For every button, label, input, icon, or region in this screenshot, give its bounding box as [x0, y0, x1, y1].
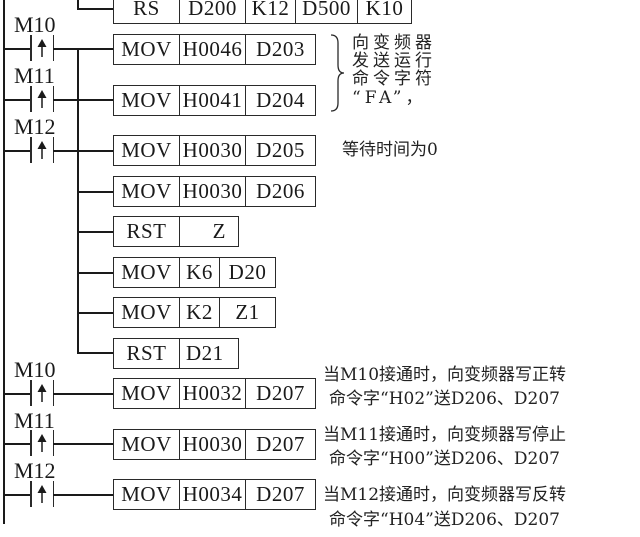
- operand-cell: K10: [365, 0, 404, 20]
- fa-note-line: “FA”，: [352, 88, 427, 108]
- operand-cell: D203: [256, 37, 305, 61]
- op-cell: MOV: [114, 480, 180, 509]
- operand-cell: D207: [256, 381, 305, 405]
- operand-cell: D204: [256, 88, 305, 112]
- rs-input-wire: [77, 8, 113, 10]
- op-cell: MOV: [114, 430, 180, 459]
- m11-note-line: 命令字“H00”送D206、D207: [329, 449, 560, 469]
- rung-wire: [3, 99, 31, 101]
- rung-wire: [53, 99, 113, 101]
- rung-wire: [53, 150, 113, 152]
- operand-cell: K12: [246, 0, 296, 23]
- fa-note-line: 命令字符: [352, 69, 436, 89]
- rising-edge-arrow-icon: [37, 141, 47, 159]
- instruction-box: MOV H0030 D206: [113, 176, 316, 207]
- left-power-rail: [3, 0, 5, 524]
- contact-label-m10: M10: [14, 12, 56, 37]
- rung-wire: [3, 48, 31, 50]
- operand-cell: H0030: [180, 430, 246, 459]
- op-cell: RS: [114, 0, 180, 23]
- m11-note-line: 当M11接通时，向变频器写停止: [323, 425, 567, 445]
- rs-instruction-box: RS D200 K12 D500 K10: [113, 0, 412, 24]
- op-cell: RST: [114, 339, 180, 368]
- operand-cell: Z: [212, 219, 226, 243]
- instruction-box: RST D21: [113, 338, 239, 369]
- rung-wire: [53, 443, 113, 445]
- pulse-contact-m11: [30, 430, 54, 456]
- operand-cell: D205: [256, 138, 305, 162]
- operand-cell: K6: [180, 258, 220, 287]
- operand-cell: D500: [296, 0, 358, 23]
- rs-branch-wire: [77, 0, 79, 9]
- wait-time-note: 等待时间为0: [342, 140, 438, 160]
- instruction-box: RST Z: [113, 216, 239, 247]
- branch-wire: [77, 231, 113, 233]
- operand-cell: D21: [186, 341, 224, 365]
- operand-cell: H0034: [180, 480, 246, 509]
- op-cell: RST: [114, 217, 180, 246]
- branch-wire: [77, 352, 113, 354]
- branch-wire: [77, 312, 113, 314]
- rung-wire: [3, 443, 31, 445]
- rung-wire: [53, 494, 113, 496]
- op-cell: MOV: [114, 258, 180, 287]
- m10-note-line: 命令字“H02”送D206、D207: [329, 389, 560, 409]
- instruction-box: MOV H0034 D207: [113, 479, 316, 510]
- rung-wire: [3, 393, 31, 395]
- instruction-box: MOV H0046 D203: [113, 34, 316, 65]
- operand-cell: H0032: [180, 379, 246, 408]
- branch-bus: [77, 48, 79, 353]
- fa-note-line: 发送运行: [352, 51, 436, 71]
- instruction-box: MOV H0032 D207: [113, 378, 316, 409]
- pulse-contact-m12: [30, 481, 54, 507]
- contact-label-m11: M11: [14, 63, 55, 88]
- rising-edge-arrow-icon: [37, 90, 47, 108]
- instruction-box: MOV H0030 D207: [113, 429, 316, 460]
- m10-note-line: 当M10接通时，向变频器写正转: [323, 365, 567, 385]
- curly-brace-icon: [330, 34, 345, 112]
- op-cell: MOV: [114, 177, 180, 206]
- m12-note-line: 命令字“H04”送D206、D207: [329, 510, 560, 530]
- operand-cell: D206: [256, 179, 305, 203]
- operand-cell: H0041: [180, 86, 246, 115]
- operand-cell: H0030: [180, 177, 246, 206]
- op-cell: MOV: [114, 136, 180, 165]
- op-cell: MOV: [114, 86, 180, 115]
- pulse-contact-m11: [30, 86, 54, 112]
- operand-cell: D207: [256, 432, 305, 456]
- rising-edge-arrow-icon: [37, 384, 47, 402]
- pulse-contact-m10: [30, 35, 54, 61]
- rising-edge-arrow-icon: [37, 434, 47, 452]
- m12-note-line: 当M12接通时，向变频器写反转: [323, 485, 567, 505]
- operand-cell: D200: [180, 0, 246, 23]
- op-cell: MOV: [114, 379, 180, 408]
- rung-wire: [3, 150, 31, 152]
- operand-cell: H0030: [180, 136, 246, 165]
- instruction-box: MOV H0030 D205: [113, 135, 316, 166]
- operand-cell: H0046: [180, 35, 246, 64]
- operand-cell: D207: [256, 482, 305, 506]
- op-cell: MOV: [114, 298, 180, 327]
- rising-edge-arrow-icon: [37, 485, 47, 503]
- rising-edge-arrow-icon: [37, 39, 47, 57]
- operand-cell: Z1: [235, 300, 260, 324]
- branch-wire: [77, 272, 113, 274]
- contact-label-m11: M11: [14, 408, 55, 433]
- instruction-box: MOV K6 D20: [113, 257, 276, 288]
- op-cell: MOV: [114, 35, 180, 64]
- rung-wire: [3, 494, 31, 496]
- branch-wire: [77, 191, 113, 193]
- operand-cell: K2: [180, 298, 220, 327]
- pulse-contact-m12: [30, 137, 54, 163]
- instruction-box: MOV K2 Z1: [113, 297, 276, 328]
- operand-cell: D20: [228, 260, 267, 284]
- rung-wire: [53, 48, 113, 50]
- rung-wire: [53, 393, 113, 395]
- contact-label-m10: M10: [14, 357, 56, 382]
- contact-label-m12: M12: [14, 458, 56, 483]
- instruction-box: MOV H0041 D204: [113, 85, 316, 116]
- pulse-contact-m10: [30, 380, 54, 406]
- contact-label-m12: M12: [14, 114, 56, 139]
- fa-note-line: 向变频器: [352, 33, 436, 53]
